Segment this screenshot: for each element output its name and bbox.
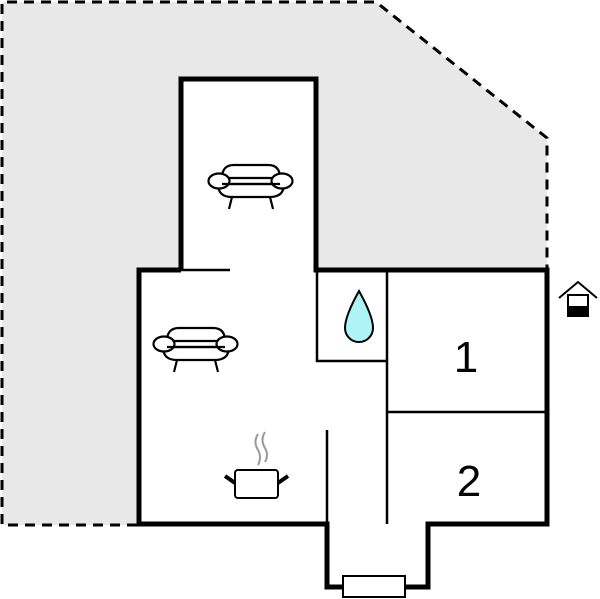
water-drop-icon bbox=[343, 288, 375, 343]
interior-walls bbox=[181, 268, 547, 524]
house-cellar-icon bbox=[558, 280, 598, 317]
cooking-pot-icon bbox=[223, 431, 290, 499]
sofa-icon bbox=[152, 326, 239, 373]
sofa-icon bbox=[207, 163, 294, 210]
terrace bbox=[0, 0, 549, 527]
room-label-1: 1 bbox=[454, 333, 478, 382]
outer-walls bbox=[136, 76, 550, 590]
bathroom-wall bbox=[315, 270, 387, 363]
entrance-door bbox=[342, 575, 406, 598]
room-label-2: 2 bbox=[457, 457, 481, 506]
